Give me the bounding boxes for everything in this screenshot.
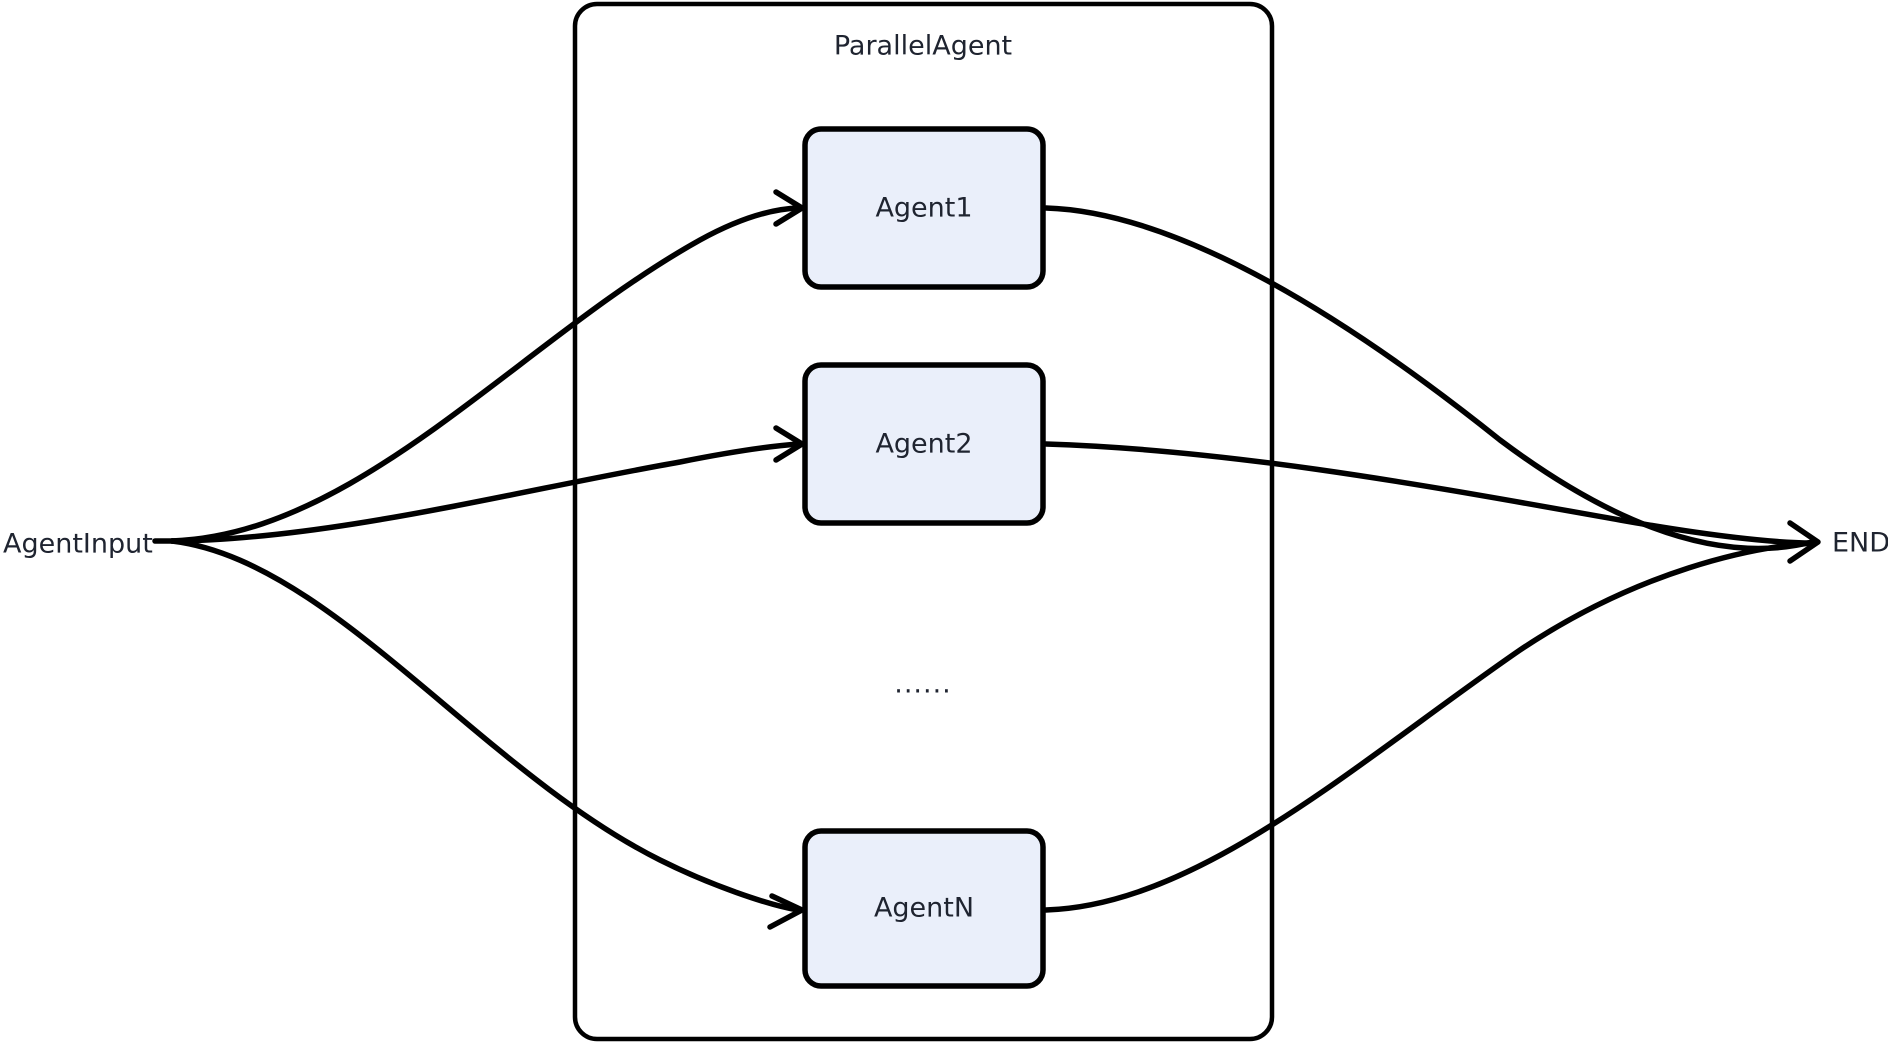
edge-agent1-to-end [1043, 205, 1815, 552]
edge-agentinput-to-agent1-arrowhead [773, 189, 805, 227]
parallel-agent-title: ParallelAgent [834, 31, 1012, 62]
agent-node-n[interactable] [802, 828, 1046, 989]
edge-agentinput-to-agent2 [169, 441, 801, 544]
edge-agentn-to-end [1043, 540, 1815, 913]
agent-node-1[interactable] [802, 126, 1046, 290]
agent-node-2-label: Agent2 [875, 429, 972, 460]
agent-node-n-label: AgentN [874, 893, 974, 924]
end-label: END [1832, 528, 1888, 559]
edge-agentinput-to-agent2-arrowhead [773, 425, 805, 463]
agent-input-label: AgentInput [3, 529, 153, 560]
agent-node-1-label: Agent1 [875, 193, 972, 224]
edge-agentinput-to-agentn [169, 538, 801, 913]
edge-to-end-arrowhead [1787, 520, 1821, 564]
edge-agentinput-to-agent1 [169, 205, 801, 544]
edge-agent2-to-end [1043, 441, 1815, 546]
edge-agentinput-to-agentn-arrowhead [767, 893, 805, 930]
ellipsis-label: ...... [894, 669, 952, 700]
agent-node-2[interactable] [802, 362, 1046, 526]
